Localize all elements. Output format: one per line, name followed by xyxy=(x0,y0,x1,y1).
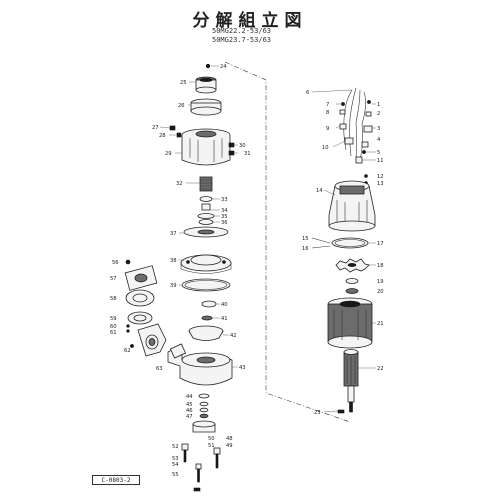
callout-5: 5 xyxy=(377,150,380,156)
model-number-1: 50MG22.2-53/63 xyxy=(212,27,272,35)
callout-59: 59 xyxy=(110,316,117,322)
callout-17: 17 xyxy=(377,241,384,247)
left-parts xyxy=(124,63,235,492)
callout-30: 30 xyxy=(239,143,246,149)
callout-50: 50 xyxy=(208,436,215,442)
callout-44: 44 xyxy=(186,394,193,400)
callout-3: 3 xyxy=(377,126,380,132)
callout-8: 8 xyxy=(326,110,329,116)
callout-38: 38 xyxy=(170,258,177,264)
callout-48: 48 xyxy=(226,436,233,442)
callout-21: 21 xyxy=(377,321,384,327)
callout-16: 16 xyxy=(302,246,309,252)
callout-41: 41 xyxy=(221,316,228,322)
callout-47: 47 xyxy=(186,414,193,420)
callout-2: 2 xyxy=(377,111,380,117)
callout-28: 28 xyxy=(159,133,166,139)
callout-6: 6 xyxy=(306,90,309,96)
callout-53: 53 xyxy=(172,456,179,462)
callout-23: 23 xyxy=(314,410,321,416)
model-number-2: 50MG23.7-53/63 xyxy=(212,36,272,44)
callout-29: 29 xyxy=(165,151,172,157)
callout-35: 35 xyxy=(221,214,228,220)
callout-32: 32 xyxy=(176,181,183,187)
callout-19: 19 xyxy=(377,279,384,285)
part-cap xyxy=(195,76,217,94)
callout-4: 4 xyxy=(377,137,381,143)
part-motor-cover xyxy=(328,180,376,232)
callout-62: 62 xyxy=(124,348,131,354)
part-elbow-pipe xyxy=(137,323,167,357)
callout-34: 34 xyxy=(221,208,228,214)
callout-40: 40 xyxy=(221,302,228,308)
callout-33: 33 xyxy=(221,197,228,203)
callout-52: 52 xyxy=(172,444,179,450)
part-discharge-flange xyxy=(124,265,158,291)
callout-31: 31 xyxy=(244,151,251,157)
assembly-boundary-line xyxy=(224,61,351,423)
callout-25: 25 xyxy=(180,80,187,86)
callout-11: 11 xyxy=(377,158,384,164)
right-parts xyxy=(311,87,376,414)
callout-18: 18 xyxy=(377,263,384,269)
callouts-left: 24 25 26 27 28 29 30 31 32 33 34 35 36 3… xyxy=(110,64,251,478)
callout-45: 45 xyxy=(186,402,193,408)
callout-7: 7 xyxy=(326,102,329,108)
part-pump-casing xyxy=(167,343,233,386)
callout-14: 14 xyxy=(316,188,323,194)
callout-22: 22 xyxy=(377,366,384,372)
callout-1: 1 xyxy=(377,102,380,108)
drawing-title: 分解組立図 xyxy=(192,11,308,31)
callout-57: 57 xyxy=(110,276,117,282)
callout-54: 54 xyxy=(172,462,179,468)
callout-27: 27 xyxy=(152,125,159,131)
callout-49: 49 xyxy=(226,443,233,449)
callout-51: 51 xyxy=(208,443,215,449)
callout-26: 26 xyxy=(178,103,185,109)
callout-37: 37 xyxy=(170,231,177,237)
part-casing-ring xyxy=(180,254,232,274)
callout-13: 13 xyxy=(377,181,384,187)
callout-63: 63 xyxy=(156,366,163,372)
callout-60: 60 xyxy=(110,324,117,330)
callout-36: 36 xyxy=(221,220,228,226)
leader-lines xyxy=(159,65,376,413)
callout-20: 20 xyxy=(377,289,384,295)
callout-15: 15 xyxy=(302,236,309,242)
callout-43: 43 xyxy=(239,365,246,371)
callout-46: 46 xyxy=(186,408,193,414)
callout-24: 24 xyxy=(220,64,227,70)
callout-10: 10 xyxy=(322,145,329,151)
callout-55: 55 xyxy=(172,472,179,478)
callout-56: 56 xyxy=(112,260,119,266)
callout-42: 42 xyxy=(230,333,237,339)
callout-61: 61 xyxy=(110,330,117,336)
callout-39: 39 xyxy=(170,283,177,289)
callout-9: 9 xyxy=(326,126,329,132)
part-impeller xyxy=(188,325,224,341)
callout-12: 12 xyxy=(377,174,384,180)
part-upper-frame xyxy=(181,128,231,166)
document-number: C-0803-2 xyxy=(92,475,140,485)
part-rotor xyxy=(343,349,359,413)
part-stator xyxy=(327,297,373,349)
callouts-right: 1 2 3 4 5 6 7 8 9 10 11 12 13 14 15 16 1… xyxy=(302,90,384,416)
callout-58: 58 xyxy=(110,296,117,302)
